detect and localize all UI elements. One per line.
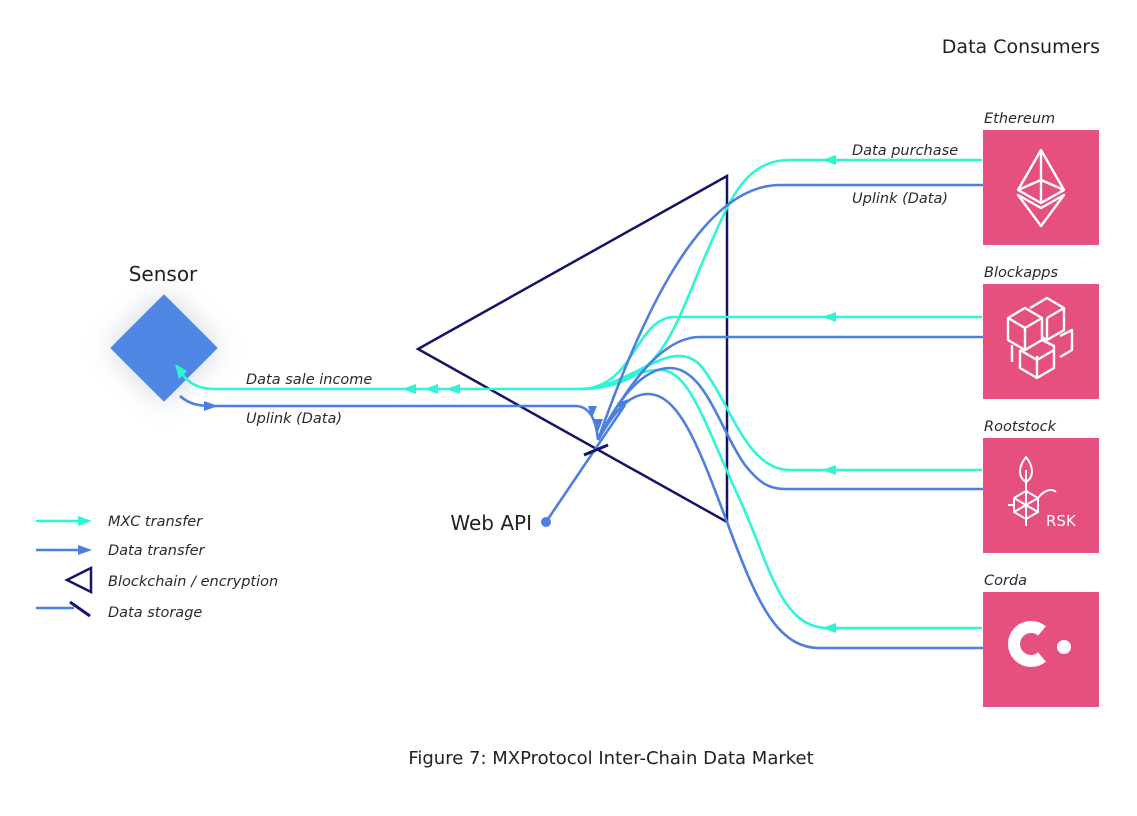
- consumer-name: Ethereum: [984, 111, 1055, 127]
- rootstock-rsk-icon: [1008, 456, 1057, 526]
- sensor-label: Sensor: [129, 262, 198, 286]
- mxc-flow-blockapps: [579, 315, 982, 391]
- ethereum-icon: [1016, 148, 1066, 228]
- consumer-ethereum: Ethereum: [983, 111, 1099, 245]
- consumer-rootstock: Rootstock RSK: [983, 419, 1099, 553]
- data-storage-slash-icon: [69, 600, 91, 618]
- uplink-left-label: Uplink (Data): [246, 411, 342, 427]
- blockapps-icon: [1006, 296, 1074, 380]
- rsk-icon-text: RSK: [1046, 512, 1077, 530]
- blockchain-triangle: [415, 173, 729, 525]
- data-flow-corda: [596, 392, 990, 650]
- data-sale-income-label: Data sale income: [246, 372, 372, 388]
- consumer-box: [983, 592, 1099, 707]
- data-flow-ethereum: [596, 183, 990, 441]
- data-consumers-title: Data Consumers: [942, 36, 1100, 58]
- data-storage-marker: [583, 443, 609, 457]
- mxc-flow-to-sensor: [178, 369, 580, 391]
- corda-icon: [1008, 621, 1071, 667]
- consumer-name: Corda: [984, 573, 1027, 589]
- legend-label: Data transfer: [108, 543, 206, 559]
- data-flow-blockapps: [596, 335, 990, 441]
- legend: MXC transfer Data transfer Blockchain / …: [36, 514, 278, 621]
- mxc-arrowheads: [175, 155, 836, 633]
- legend-item-data: Data transfer: [36, 543, 206, 559]
- consumer-blockapps: Blockapps: [983, 265, 1099, 399]
- web-api-node: [541, 517, 551, 527]
- sensor-node: [110, 294, 218, 402]
- blockchain-triangle-icon: [64, 565, 93, 595]
- data-purchase-label: Data purchase: [852, 143, 958, 159]
- data-flow-sensor-uplink: [179, 395, 600, 441]
- consumer-corda: Corda: [983, 573, 1099, 707]
- data-flow-rootstock: [596, 366, 990, 491]
- legend-label: MXC transfer: [108, 514, 203, 530]
- web-api-label: Web API: [450, 511, 532, 535]
- legend-item-blockchain: Blockchain / encryption: [64, 565, 278, 595]
- mxc-flow-rootstock: [579, 354, 982, 472]
- uplink-right-label: Uplink (Data): [852, 191, 948, 207]
- figure-caption: Figure 7: MXProtocol Inter-Chain Data Ma…: [408, 748, 813, 769]
- consumer-name: Blockapps: [984, 265, 1059, 281]
- mxc-transfer-flows: [178, 158, 982, 630]
- legend-label: Data storage: [108, 605, 202, 621]
- legend-label: Blockchain / encryption: [108, 574, 278, 590]
- legend-item-mxc: MXC transfer: [36, 514, 203, 530]
- mxc-flow-corda: [579, 368, 982, 630]
- consumer-name: Rootstock: [984, 419, 1057, 435]
- data-flow-web-api: [544, 404, 627, 523]
- legend-item-storage: Data storage: [36, 600, 202, 621]
